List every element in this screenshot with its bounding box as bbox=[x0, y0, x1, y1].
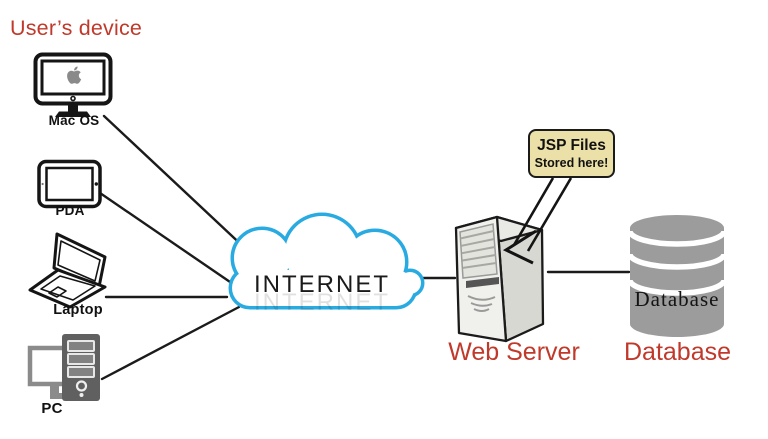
diagram-title: User’s device bbox=[10, 16, 143, 40]
internet-label-reflection: INTERNET bbox=[254, 289, 390, 316]
jsp-note-subtitle: Stored here! bbox=[534, 156, 609, 170]
device-label-pc: PC bbox=[41, 400, 63, 417]
internet-cloud: INTERNET INTERNET bbox=[228, 212, 425, 316]
camera-dot-icon bbox=[70, 95, 76, 102]
database-label: Database bbox=[624, 338, 732, 366]
mac-desktop-icon bbox=[33, 52, 113, 117]
database-cylinder-label: Database bbox=[635, 287, 720, 311]
home-button-dot bbox=[94, 182, 98, 186]
jsp-note-title: JSP Files bbox=[537, 137, 606, 154]
apple-logo-icon bbox=[67, 66, 82, 84]
jsp-note: JSP Files Stored here! bbox=[528, 129, 615, 178]
device-label-laptop: Laptop bbox=[53, 302, 103, 318]
web-server-label: Web Server bbox=[448, 338, 580, 366]
database-icon: Database bbox=[627, 215, 727, 337]
device-label-mac: Mac OS bbox=[48, 113, 100, 128]
internet-label: INTERNET bbox=[254, 271, 390, 298]
web-server-icon bbox=[454, 215, 545, 343]
device-label-pda: PDA bbox=[55, 203, 85, 218]
pc-desktop-icon bbox=[27, 334, 100, 401]
server-drive-slot bbox=[466, 277, 499, 288]
pda-tablet-icon bbox=[37, 159, 102, 209]
laptop-icon bbox=[28, 232, 107, 309]
